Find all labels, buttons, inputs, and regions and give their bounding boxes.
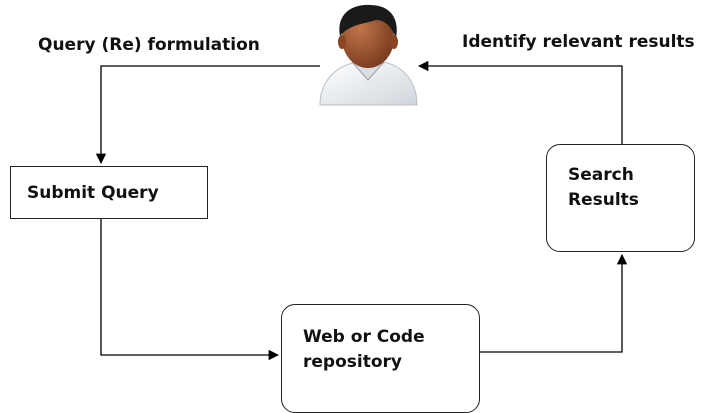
arrow-submit-to-repository bbox=[100, 219, 280, 361]
arrow-repository-to-results bbox=[480, 253, 628, 353]
submit-query-box: Submit Query bbox=[10, 166, 208, 219]
arrow-user-to-submit bbox=[95, 65, 320, 165]
arrow-results-to-user bbox=[417, 60, 623, 144]
search-results-box: Search Results bbox=[546, 144, 695, 252]
search-results-line1: Search bbox=[568, 165, 634, 185]
repository-line1: Web or Code bbox=[303, 327, 425, 347]
repository-box: Web or Code repository bbox=[281, 304, 480, 413]
repository-line2: repository bbox=[303, 351, 402, 372]
search-results-line2: Results bbox=[568, 189, 639, 210]
submit-query-text: Submit Query bbox=[27, 183, 159, 203]
query-reformulation-label: Query (Re) formulation bbox=[38, 35, 260, 55]
identify-results-label: Identify relevant results bbox=[462, 32, 695, 52]
user-avatar-icon bbox=[319, 4, 418, 106]
